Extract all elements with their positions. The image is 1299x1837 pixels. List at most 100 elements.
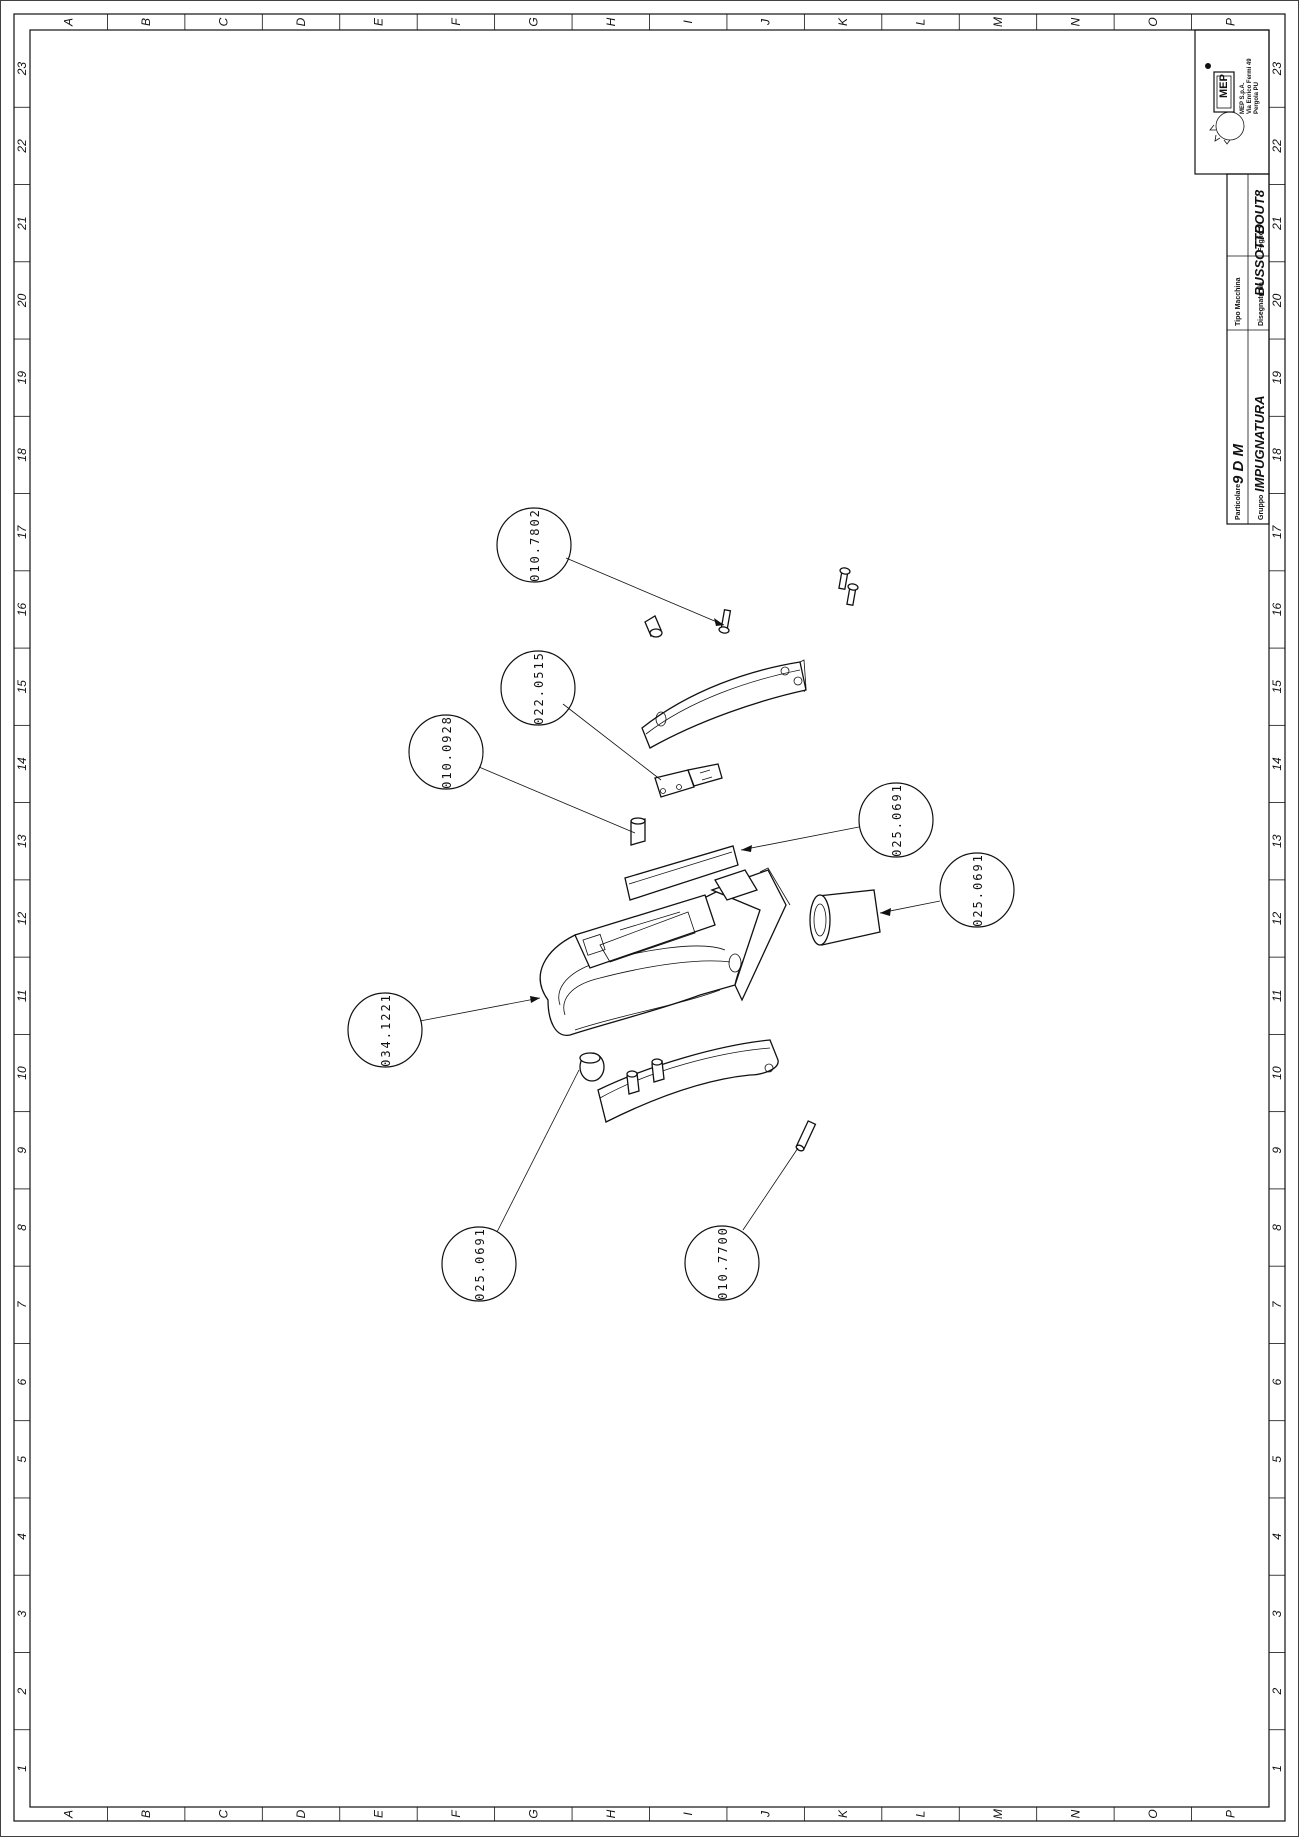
balloon-group: 010.7802 022.0515 010.0928 025.0691 025.… <box>347 507 1015 1302</box>
grid-col-label: P <box>1223 18 1237 26</box>
grid-row-label: 8 <box>1270 1224 1284 1231</box>
grid-col-label: B <box>139 18 153 26</box>
grid-row-label: 3 <box>15 1610 29 1617</box>
grid-row-label: 20 <box>1270 293 1284 308</box>
balloon: 010.0928 <box>408 714 484 790</box>
microswitch-part <box>654 763 723 798</box>
grid-row-label: 7 <box>1270 1300 1284 1308</box>
grid-col-label: I <box>681 1812 695 1816</box>
grid-row-label: 12 <box>15 912 29 926</box>
leader-lines <box>419 557 941 1233</box>
grid-row-label: 14 <box>1270 757 1284 771</box>
grid-row-label: 18 <box>1270 448 1284 462</box>
grid-row-label: 4 <box>1270 1533 1284 1540</box>
grid-col-label: O <box>1146 1809 1160 1818</box>
grid-row-label: 10 <box>15 1066 29 1080</box>
balloon: 025.0691 <box>939 852 1015 928</box>
grid-row-label: 8 <box>15 1224 29 1231</box>
sheet-value: BOUT8 <box>1252 189 1267 234</box>
bushing-top <box>644 615 663 638</box>
grid-row-label: 13 <box>15 834 29 848</box>
grid-col-label: C <box>217 17 231 26</box>
company-address: Via Enrico Fermi 49 <box>1247 58 1253 114</box>
grid-row-label: 22 <box>1270 139 1284 154</box>
mep-logo: MEP MEP S.p.A. Via Enrico Fermi 49 Pergo… <box>1205 58 1260 145</box>
balloon: 025.0691 <box>858 782 934 858</box>
grid-col-label: J <box>759 18 773 26</box>
grommet-part <box>579 1052 605 1082</box>
screw-pair <box>838 567 859 607</box>
plate-part <box>624 845 739 901</box>
balloon: 010.7700 <box>684 1225 760 1301</box>
grid-col-label: K <box>836 17 850 26</box>
grid-col-label: L <box>914 1811 928 1818</box>
grid-row-label: 6 <box>15 1378 29 1385</box>
grid-col-label: A <box>62 18 76 27</box>
machine-value: BUSSOTTO <box>1252 224 1267 296</box>
grid-row-label: 9 <box>15 1147 29 1154</box>
grid-row-label: 22 <box>15 139 29 154</box>
grid-row-label: 6 <box>1270 1378 1284 1385</box>
grid-col-label: M <box>991 17 1005 27</box>
grid-col-label: F <box>449 1810 463 1818</box>
grid-row-label: 19 <box>15 371 29 385</box>
upper-cover <box>641 659 807 749</box>
grid-col-label: J <box>759 1810 773 1818</box>
grid-col-label: B <box>139 1810 153 1818</box>
balloon-label: 022.0515 <box>532 651 546 725</box>
grid-row-label: 3 <box>1270 1610 1284 1617</box>
balloon: 025.0691 <box>441 1226 517 1302</box>
grid-col-label: A <box>62 1810 76 1819</box>
roll-pin-part <box>795 1120 817 1152</box>
label-gruppo: Gruppo <box>1258 495 1265 520</box>
grid-col-label: E <box>371 17 385 26</box>
balloon-label: 025.0691 <box>890 783 904 857</box>
grid-row-label: 16 <box>15 602 29 616</box>
balloon-label: 010.7700 <box>716 1226 730 1300</box>
grid-row-label: 23 <box>1270 62 1284 77</box>
grid-row-label: 21 <box>1270 216 1284 230</box>
conical-bushing <box>809 889 881 946</box>
grid-row-label: 10 <box>1270 1066 1284 1080</box>
grid-row-label: 2 <box>15 1687 29 1695</box>
grid-row-label: 2 <box>1270 1687 1284 1695</box>
grid-col-label: E <box>371 1809 385 1818</box>
balloon-label: 034.1221 <box>379 993 393 1067</box>
grid-col-label: D <box>294 1809 308 1818</box>
grid-row-label: 16 <box>1270 602 1284 616</box>
balloon-label: 010.7802 <box>528 508 542 582</box>
balloon-label: 025.0691 <box>473 1227 487 1301</box>
label-foglio: Foglio <box>1258 231 1265 252</box>
label-particolare: Particolare <box>1235 484 1242 520</box>
grid-row-label: 1 <box>15 1765 29 1772</box>
group-value: IMPUGNATURA <box>1252 395 1267 492</box>
grid-row-label: 9 <box>1270 1147 1284 1154</box>
grid-row-label: 12 <box>1270 912 1284 926</box>
balloon-label: 010.0928 <box>440 715 454 789</box>
grid-row-label: 11 <box>15 990 29 1002</box>
grid-row-label: 19 <box>1270 371 1284 385</box>
grid-col-label: N <box>1068 1809 1082 1818</box>
lower-cover <box>597 1039 779 1123</box>
grid-row-label: 21 <box>15 216 29 230</box>
grid-col-label: G <box>526 17 540 26</box>
grid-col-label: M <box>991 1809 1005 1819</box>
model-value: 9 D M <box>1230 443 1247 484</box>
screw-part <box>718 609 732 634</box>
grid-row-label: 15 <box>15 680 29 694</box>
grid-row-label: 1 <box>1270 1765 1284 1772</box>
balloon-label: 025.0691 <box>971 853 985 927</box>
grid-col-label: D <box>294 17 308 26</box>
pin-part <box>630 817 646 846</box>
grid-row-label: 11 <box>1270 990 1284 1002</box>
grid-col-label: H <box>604 17 618 26</box>
grid-col-label: N <box>1068 17 1082 26</box>
company-name: MEP S.p.A. <box>1240 82 1246 114</box>
grid-row-label: 5 <box>15 1456 29 1463</box>
grid-row-label: 13 <box>1270 834 1284 848</box>
grid-row-label: 23 <box>15 62 29 77</box>
grid-col-label: G <box>526 1809 540 1818</box>
grid-row-label: 4 <box>15 1533 29 1540</box>
